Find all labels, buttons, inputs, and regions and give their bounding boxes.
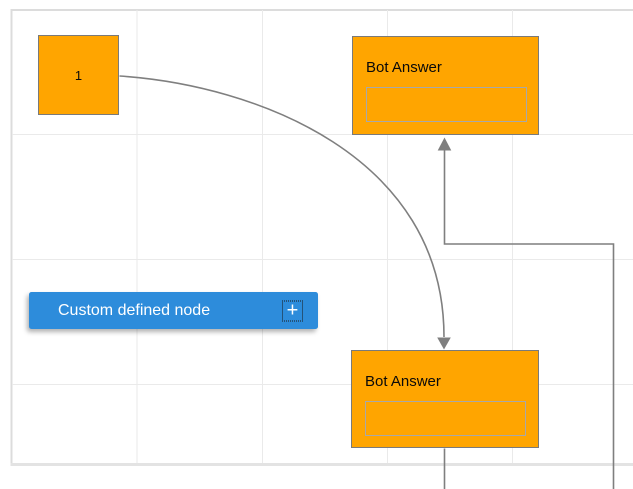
custom-defined-node-label: Custom defined node <box>58 301 211 319</box>
bezier-connector[interactable] <box>119 75 451 350</box>
node-source[interactable]: 1 <box>38 35 119 115</box>
node-title: Bot Answer <box>365 373 441 390</box>
bot-answer-input[interactable] <box>366 87 527 122</box>
node-source-label: 1 <box>74 67 83 83</box>
add-icon[interactable]: + <box>282 300 303 321</box>
bot-answer-input[interactable] <box>365 401 526 436</box>
node-bot-answer-bottom[interactable]: Bot Answer <box>351 350 539 448</box>
custom-defined-node[interactable]: Custom defined node + <box>29 292 318 329</box>
node-title: Bot Answer <box>366 59 442 76</box>
arrowhead-down-icon <box>437 337 451 350</box>
arrowhead-up-icon <box>437 137 452 151</box>
orthogonal-connector-target-segment[interactable] <box>443 150 615 489</box>
bezier-connector-path[interactable] <box>119 75 445 338</box>
orthogonal-connector[interactable] <box>437 137 615 489</box>
node-bot-answer-top[interactable]: Bot Answer <box>352 36 539 135</box>
